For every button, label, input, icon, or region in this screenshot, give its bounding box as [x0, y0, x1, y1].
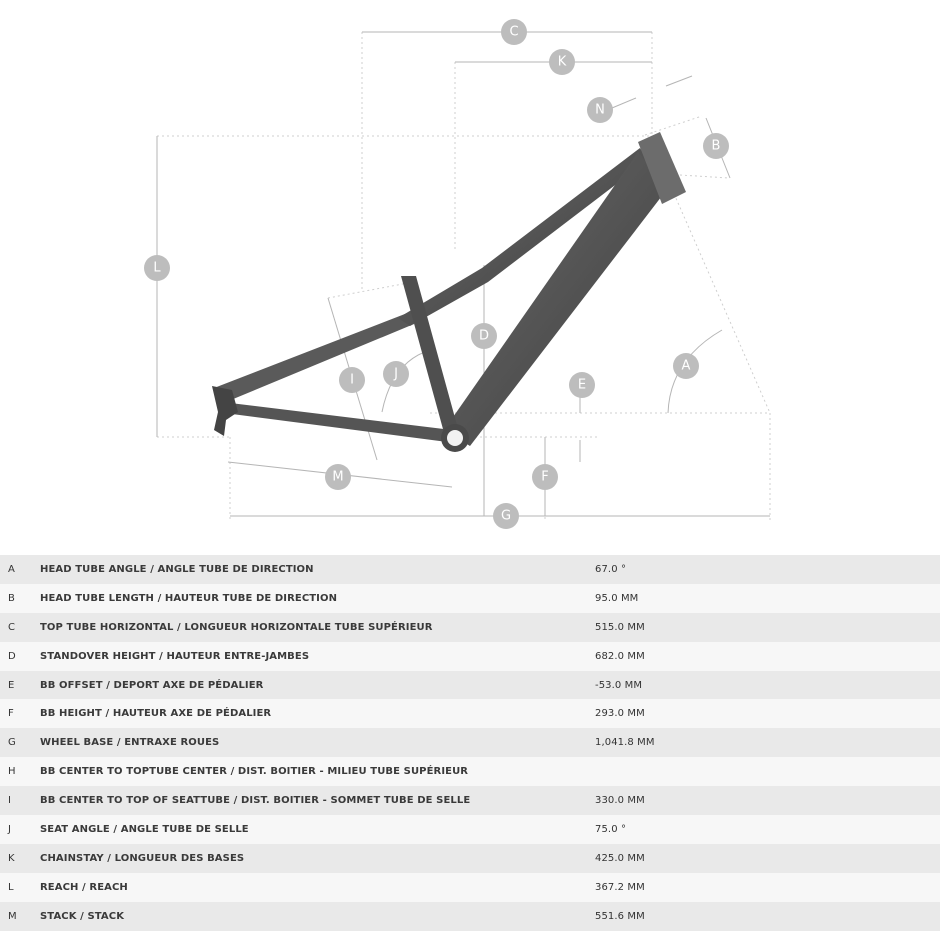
badge-m: L	[144, 255, 170, 281]
row-name: SEAT ANGLE / ANGLE TUBE DE SELLE	[40, 815, 595, 844]
row-value: 425.0 MM	[595, 843, 940, 873]
row-name: REACH / REACH	[40, 872, 595, 902]
row-value: 551.6 MM	[595, 901, 940, 931]
row-name: TOP TUBE HORIZONTAL / LONGUEUR HORIZONTA…	[40, 612, 595, 642]
row-key: M	[0, 901, 40, 931]
row-value: 75.0 °	[595, 815, 940, 844]
badge-g-text: G	[501, 509, 511, 524]
bike-frame	[212, 132, 686, 452]
row-key: E	[0, 670, 40, 700]
row-name: HEAD TUBE ANGLE / ANGLE TUBE DE DIRECTIO…	[40, 555, 595, 584]
row-key: F	[0, 699, 40, 729]
badge-d: D	[471, 323, 497, 349]
badge-g: G	[493, 503, 519, 529]
badge-i-text: I	[350, 373, 354, 388]
badge-j-text: J	[393, 367, 398, 382]
row-key: I	[0, 786, 40, 816]
row-value: 67.0 °	[595, 555, 940, 584]
badge-i: I	[339, 367, 365, 393]
row-name: STACK / STACK	[40, 901, 595, 931]
row-name: CHAINSTAY / LONGUEUR DES BASES	[40, 843, 595, 873]
badge-c: C	[501, 19, 527, 45]
row-value	[595, 757, 940, 787]
row-name: BB CENTER TO TOPTUBE CENTER / DIST. BOIT…	[40, 757, 595, 787]
badge-k-text: M	[332, 470, 343, 485]
row-name: STANDOVER HEIGHT / HAUTEUR ENTRE-JAMBES	[40, 641, 595, 671]
badge-n-text: N	[595, 103, 605, 118]
badge-n: N	[587, 97, 613, 123]
row-key: G	[0, 728, 40, 758]
badge-f-text: F	[541, 470, 548, 485]
badge-e: E	[569, 372, 595, 398]
badge-l-text: K	[558, 55, 567, 70]
badge-c-text: C	[509, 25, 518, 40]
row-key: D	[0, 641, 40, 671]
row-name: BB CENTER TO TOP OF SEATTUBE / DIST. BOI…	[40, 786, 595, 816]
badge-b: B	[703, 133, 729, 159]
row-value: 1,041.8 MM	[595, 728, 940, 758]
row-value: 367.2 MM	[595, 872, 940, 902]
row-name: BB HEIGHT / HAUTEUR AXE DE PÉDALIER	[40, 699, 595, 729]
badge-e-text: E	[578, 378, 586, 393]
row-name: BB OFFSET / DEPORT AXE DE PÉDALIER	[40, 670, 595, 700]
badge-k: M	[325, 464, 351, 490]
row-value: 293.0 MM	[595, 699, 940, 729]
badge-b-text: B	[712, 139, 721, 154]
row-value: 682.0 MM	[595, 641, 940, 671]
badge-f: F	[532, 464, 558, 490]
row-value: 95.0 MM	[595, 583, 940, 613]
badge-m-text: L	[153, 261, 161, 276]
row-key: K	[0, 843, 40, 873]
row-key: A	[0, 555, 40, 584]
badge-a: A	[673, 353, 699, 379]
row-value: 330.0 MM	[595, 786, 940, 816]
frame-geometry-diagram: C K N B L D A J I E F M	[144, 19, 771, 529]
badge-d-text: D	[479, 329, 489, 344]
row-key: C	[0, 612, 40, 642]
badge-l: K	[549, 49, 575, 75]
row-value: 515.0 MM	[595, 612, 940, 642]
row-name: HEAD TUBE LENGTH / HAUTEUR TUBE DE DIREC…	[40, 583, 595, 613]
badge-a-text: A	[682, 359, 691, 374]
row-name: WHEEL BASE / ENTRAXE ROUES	[40, 728, 595, 758]
row-key: L	[0, 872, 40, 902]
badge-j: J	[383, 361, 409, 387]
row-value: -53.0 MM	[595, 670, 940, 700]
row-key: J	[0, 815, 40, 844]
row-key: B	[0, 583, 40, 613]
row-key: H	[0, 757, 40, 787]
